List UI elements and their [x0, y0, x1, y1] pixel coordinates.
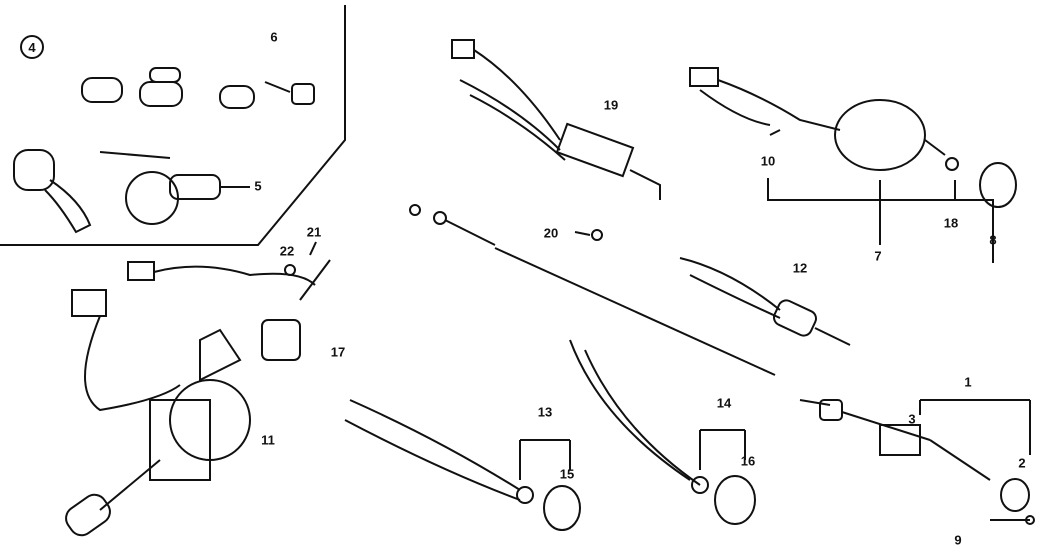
callout-5: 5 — [254, 178, 262, 194]
inset-border — [0, 5, 346, 246]
callout-14: 14 — [716, 395, 732, 411]
callout-16: 16 — [740, 453, 756, 469]
wire-harness-19 — [451, 39, 661, 241]
callout-3: 3 — [908, 411, 916, 427]
callout-15: 15 — [559, 466, 575, 482]
callout-7: 7 — [874, 248, 882, 264]
cable-assembly-1 — [409, 204, 1035, 525]
callout-2: 2 — [1018, 455, 1026, 471]
callout-19: 19 — [603, 97, 619, 113]
lock-cylinders — [13, 67, 315, 234]
callout-17: 17 — [330, 344, 346, 360]
switches-13-14 — [344, 339, 756, 531]
callout-1: 1 — [964, 374, 972, 390]
combination-switch — [65, 241, 331, 537]
callout-20: 20 — [543, 225, 559, 241]
callout-9: 9 — [954, 532, 962, 548]
switch-assembly-7 — [689, 67, 1017, 263]
switch-12 — [679, 257, 851, 346]
callout-18: 18 — [943, 215, 959, 231]
callout-12: 12 — [792, 260, 808, 276]
callout-22: 22 — [279, 243, 295, 259]
callout-8: 8 — [989, 232, 997, 248]
callout-21: 21 — [306, 224, 322, 240]
callout-11: 11 — [261, 432, 275, 448]
callout-13: 13 — [537, 404, 553, 420]
group-callout-4: 4 — [20, 35, 44, 59]
callout-10: 10 — [760, 153, 776, 169]
callout-6: 6 — [270, 29, 278, 45]
